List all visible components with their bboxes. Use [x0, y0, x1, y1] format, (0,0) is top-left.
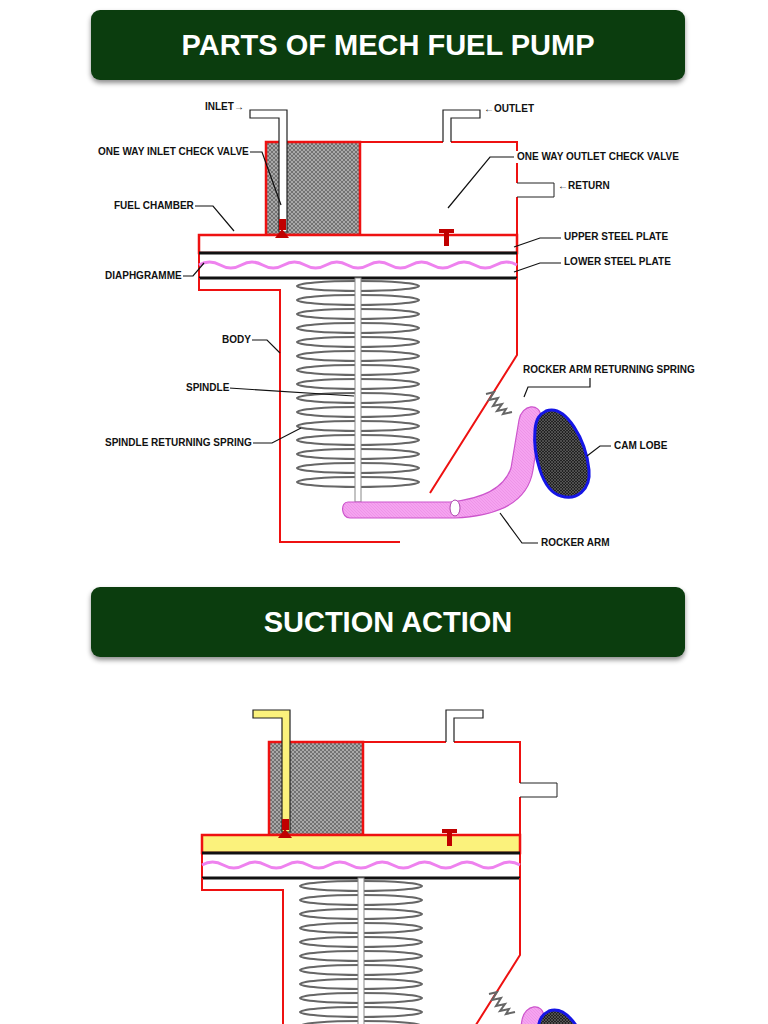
part-label: ←OUTLET — [483, 103, 535, 115]
pump-suction-figure — [202, 710, 592, 1024]
title-band: SUCTION ACTION — [91, 587, 685, 657]
part-label: DIAPHGRAMME — [104, 270, 183, 282]
leader-line — [514, 238, 561, 247]
leader-line — [191, 206, 234, 231]
leader-line — [514, 263, 561, 272]
part-label: FUEL CHAMBER — [113, 200, 195, 212]
part-label: CAM LOBE — [613, 440, 668, 452]
leader-line — [448, 157, 514, 208]
part-label: SPINDLE RETURNING SPRING — [104, 437, 253, 449]
leader-line — [229, 388, 354, 396]
part-label: LOWER STEEL PLATE — [563, 256, 672, 268]
pump-parts-figure — [199, 110, 589, 542]
title-band: PARTS OF MECH FUEL PUMP — [91, 10, 685, 80]
part-label: ←RETURN — [557, 180, 611, 192]
leader-line — [524, 378, 590, 397]
leader-line — [587, 446, 611, 456]
part-label: INLET→ — [204, 101, 245, 113]
part-label: BODY — [221, 334, 252, 346]
leader-line — [181, 263, 204, 276]
band-title: SUCTION ACTION — [264, 606, 513, 639]
leader-line — [250, 152, 281, 205]
part-label: SPINDLE — [185, 382, 230, 394]
band-title: PARTS OF MECH FUEL PUMP — [182, 29, 595, 62]
leader-line — [250, 428, 301, 443]
part-label: UPPER STEEL PLATE — [563, 231, 669, 243]
part-label: ONE WAY INLET CHECK VALVE — [97, 146, 250, 158]
leader-line — [500, 513, 538, 543]
part-label: ROCKER ARM — [540, 537, 611, 549]
leader-line — [252, 340, 280, 353]
part-label: ONE WAY OUTLET CHECK VALVE — [516, 151, 680, 163]
part-label: ROCKER ARM RETURNING SPRING — [522, 364, 696, 376]
